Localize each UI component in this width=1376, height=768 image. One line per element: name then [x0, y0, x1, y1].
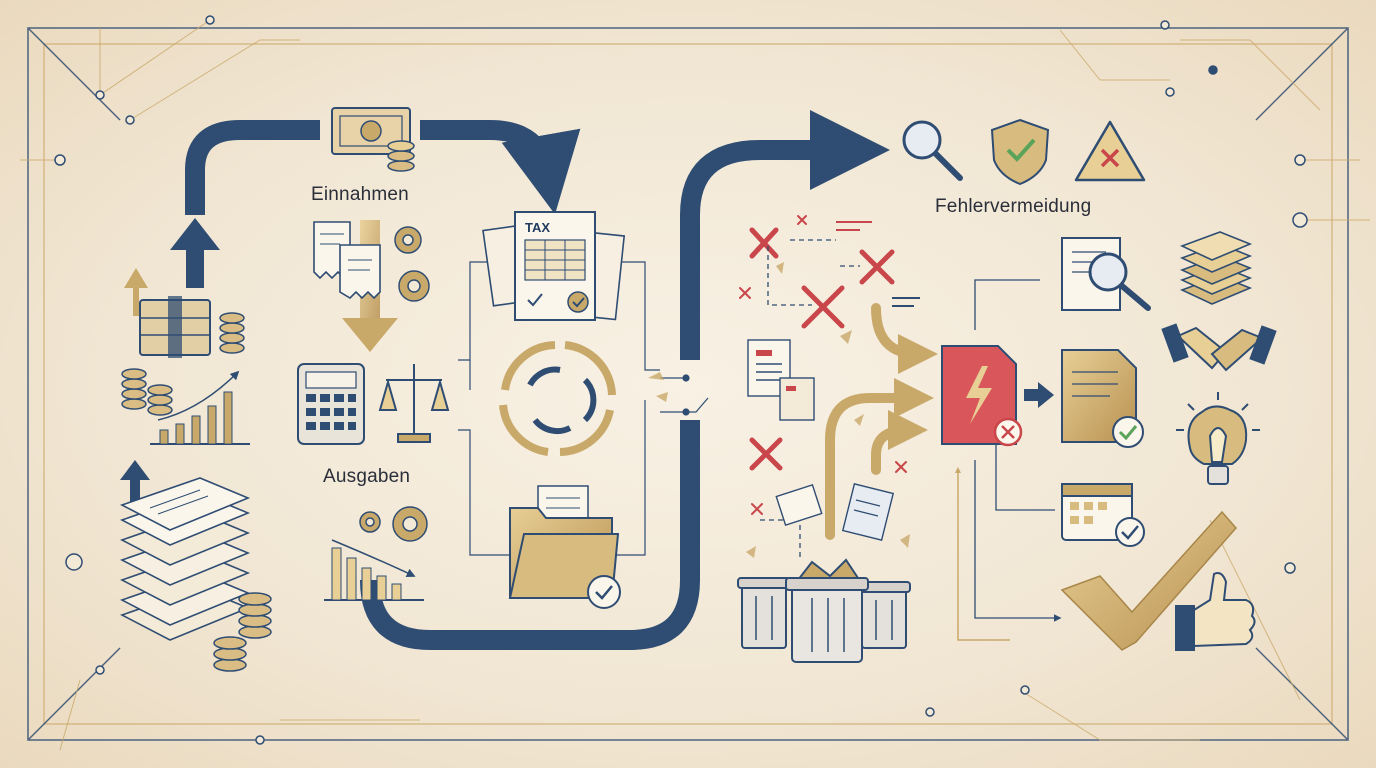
income-label: Einnahmen: [311, 184, 409, 205]
chaos-document-icon: [747, 339, 895, 541]
small-connectors: [660, 374, 709, 416]
tax-document-icon: TAX: [482, 211, 626, 321]
branch-lines: [974, 279, 1062, 622]
gear-icon: [359, 226, 430, 542]
document-search-icon: [1061, 237, 1151, 311]
lightbulb-brain-icon: [1176, 392, 1260, 485]
expenses-label: Ausgaben: [323, 466, 411, 487]
handshake-icon: [1161, 323, 1277, 372]
paper-stack-icon: [1179, 231, 1253, 305]
error-x-icon: [749, 227, 895, 471]
right-arrow-icon: [1024, 382, 1054, 408]
gold-feedback-line: [955, 467, 1010, 641]
thumbs-up-icon: [1175, 572, 1256, 651]
calendar-check-icon: [1061, 483, 1145, 547]
tax-label: TAX: [525, 220, 550, 235]
calculator-icon: [297, 363, 365, 445]
circuit-lines: [20, 19, 1370, 751]
bar-chart-up-icon: [150, 370, 250, 445]
trash-bin-icon: [737, 558, 911, 663]
error-document-icon: [941, 345, 1023, 447]
warning-triangle-icon: [1074, 120, 1146, 182]
paper-shreds: [648, 262, 910, 558]
red-dash-notes: [836, 221, 920, 307]
frame-border: [27, 27, 1349, 741]
circuit-nodes: [54, 15, 1308, 745]
magnifier-icon: [902, 120, 963, 181]
shield-check-icon: [990, 118, 1050, 186]
coin-stack-icon: [121, 312, 245, 416]
receipt-icon: [313, 221, 381, 300]
small-x-marks: [739, 215, 907, 515]
bar-chart-down-icon: [324, 539, 424, 601]
approved-document-icon: [1061, 349, 1144, 448]
up-arrows: [120, 218, 220, 506]
cash-bundle-icon: [139, 296, 211, 358]
error-prevention-label: Fehlervermeidung: [935, 196, 1092, 217]
coin-stack-icon: [213, 592, 272, 672]
gold-curve-arrows: [825, 303, 938, 540]
cycle-arrows-icon: [499, 341, 616, 456]
document-pile-icon: [119, 477, 251, 641]
flow-arrows: [185, 110, 890, 650]
big-checkmark-icon: [1060, 510, 1237, 651]
connector-lines: [458, 261, 660, 556]
balance-scale-icon: [378, 364, 450, 443]
coin-stack-icon: [387, 140, 415, 172]
folder-check-icon: [508, 485, 621, 609]
